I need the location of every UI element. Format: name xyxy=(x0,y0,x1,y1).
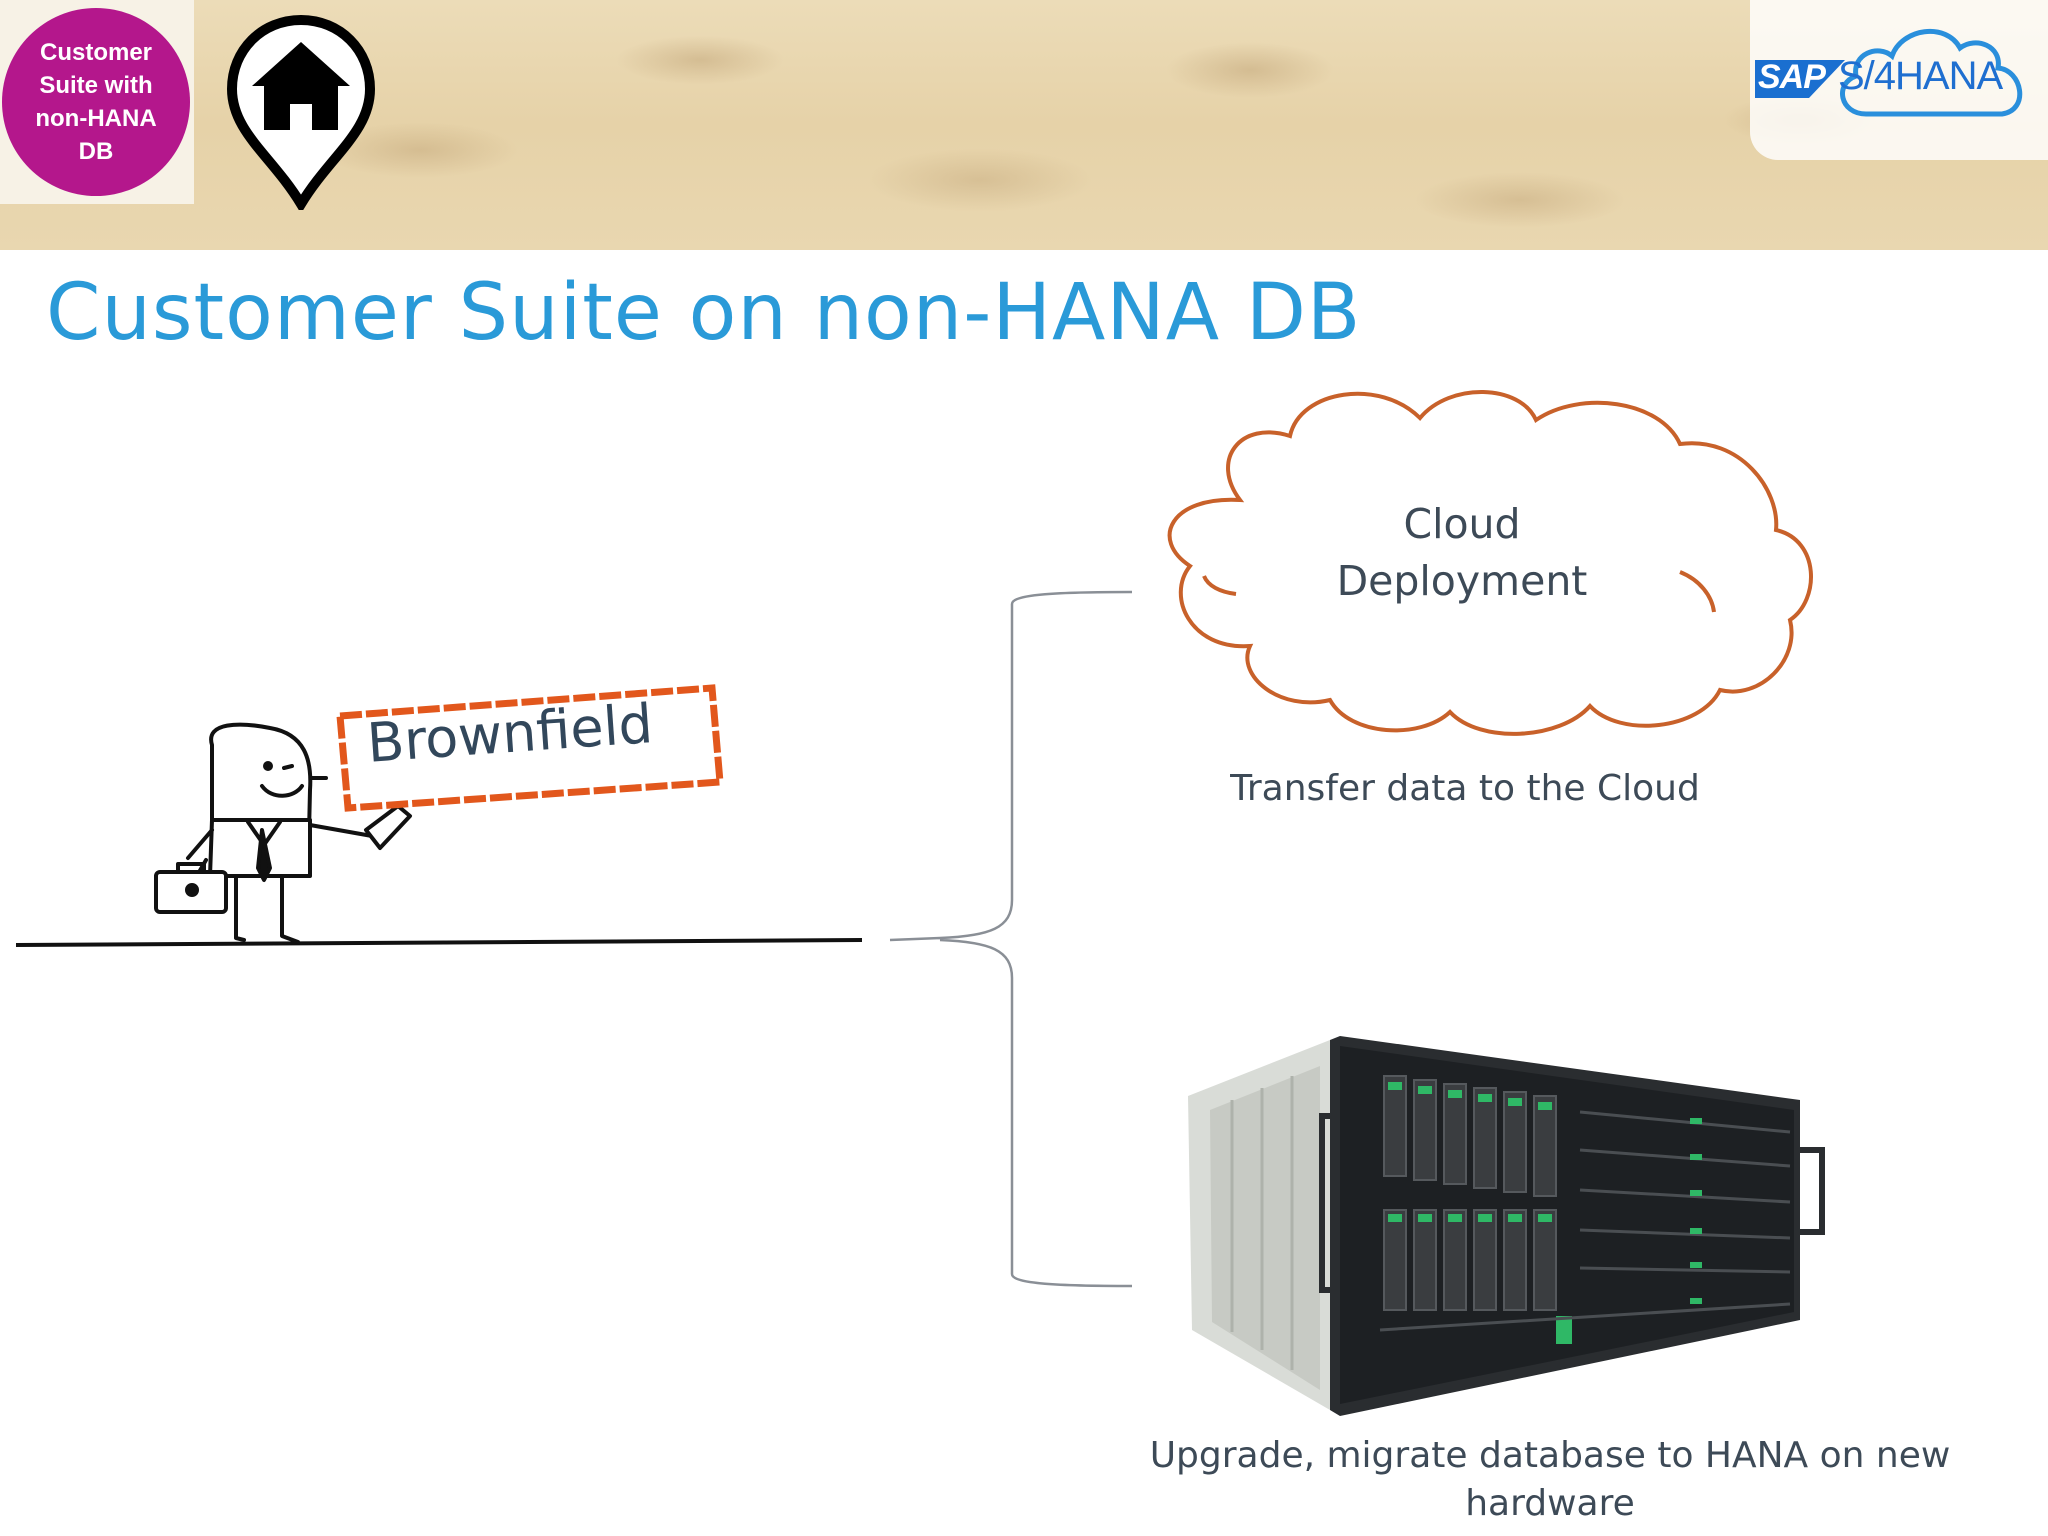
slide-title: Customer Suite on non-HANA DB xyxy=(46,268,1362,358)
section-badge-container: Customer Suite with non-HANA DB xyxy=(0,0,194,204)
sap-logo-text: SAP xyxy=(1758,58,1826,96)
home-location-pin-icon[interactable] xyxy=(222,14,380,210)
s4hana-logo-text: S/4HANA xyxy=(1838,54,2003,98)
server-caption: Upgrade, migrate database to HANA on new… xyxy=(1149,1435,1951,1524)
cloud-deployment-shape xyxy=(1167,390,1813,736)
rack-server-icon xyxy=(1188,1036,1825,1416)
ground-line xyxy=(15,938,863,947)
cloud-label-line1: Cloud xyxy=(1403,500,1521,548)
sap-logo-flag xyxy=(1755,60,1845,98)
cloud-icon xyxy=(1840,28,2023,117)
cloud-caption: Transfer data to the Cloud xyxy=(1230,768,1700,809)
cloud-deployment-label: Cloud Deployment xyxy=(1262,496,1662,610)
branch-bracket xyxy=(889,590,1133,1288)
cloud-label-line2: Deployment xyxy=(1336,557,1588,605)
section-badge[interactable]: Customer Suite with non-HANA DB xyxy=(2,8,190,196)
businessman-pointing-icon xyxy=(154,722,412,944)
brownfield-sign xyxy=(336,684,724,812)
